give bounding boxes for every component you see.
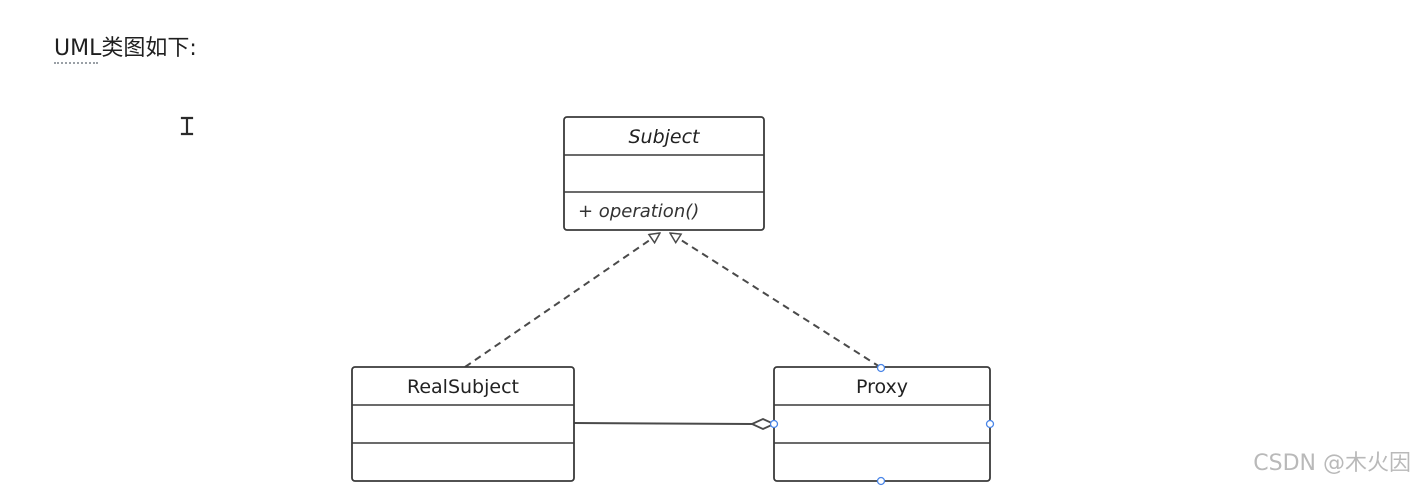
class-subject-name: Subject <box>628 126 701 148</box>
class-subject[interactable]: Subject + operation() <box>563 116 765 231</box>
watermark: CSDN @木火因 <box>1253 451 1411 476</box>
selection-handle-top <box>876 363 886 373</box>
text-cursor-icon <box>180 116 194 136</box>
selection-handle-left <box>769 419 779 429</box>
class-realsubject[interactable]: RealSubject <box>351 366 575 482</box>
selection-handle-bottom <box>876 476 886 486</box>
spellcheck-underline <box>54 62 98 64</box>
class-proxy-name: Proxy <box>856 376 908 398</box>
page-heading: UML类图如下: <box>54 32 197 66</box>
realization-realsubject-to-subject <box>464 233 660 368</box>
class-subject-operation: + operation() <box>578 201 699 222</box>
proxy-selection-handles[interactable] <box>769 363 995 486</box>
selection-handle-right <box>985 419 995 429</box>
heading-text: UML类图如下: <box>54 36 197 61</box>
class-realsubject-name: RealSubject <box>407 376 519 398</box>
realization-proxy-to-subject <box>670 233 881 368</box>
aggregation-proxy-realsubject <box>573 418 777 430</box>
class-proxy[interactable]: Proxy <box>773 366 991 482</box>
